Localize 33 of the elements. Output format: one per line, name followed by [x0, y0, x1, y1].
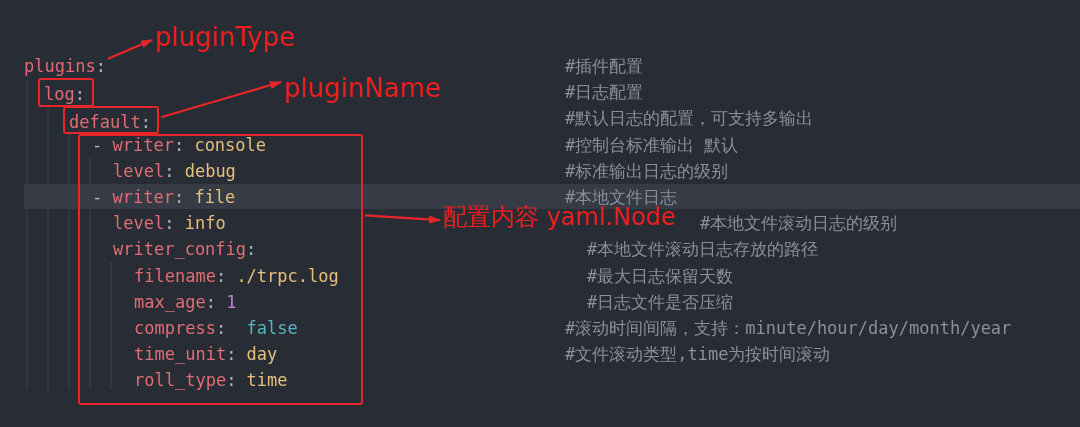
- code-line: roll_type: time: [134, 369, 288, 393]
- code-line: compress: false: [134, 317, 298, 340]
- code-comment: #本地文件滚动日志存放的路径: [587, 238, 819, 262]
- code-line: plugins:: [24, 54, 106, 78]
- code-comment: #控制台标准输出 默认: [565, 133, 739, 157]
- code-line: max_age: 1: [134, 290, 237, 314]
- code-line: log:: [44, 83, 85, 106]
- code-comment: #日志文件是否压缩: [587, 290, 734, 314]
- annotation-text: pluginName: [284, 73, 442, 103]
- code-comment: #文件滚动类型,time为按时间滚动: [565, 343, 831, 367]
- code-comment: #默认日志的配置，可支持多输出: [565, 107, 814, 131]
- highlight-box: [63, 106, 159, 134]
- highlight-box: [78, 134, 363, 405]
- code-comment: #插件配置: [565, 55, 644, 78]
- code-line: default:: [69, 111, 151, 134]
- code-comment: #滚动时间间隔，支持：minute/hour/day/month/year: [565, 317, 1012, 340]
- code-line: - writer: file: [92, 186, 236, 209]
- code-comment: #最大日志保留天数: [587, 264, 734, 288]
- code-line: writer_config:: [113, 238, 257, 262]
- code-comment: #日志配置: [565, 81, 644, 105]
- annotation-text: pluginType: [155, 22, 296, 52]
- code-line: level: debug: [113, 159, 236, 183]
- arrow: [364, 214, 441, 224]
- code-comment: #本地文件日志: [565, 186, 678, 207]
- code-line: - writer: console: [92, 133, 267, 157]
- highlight-box: [38, 78, 94, 107]
- arrow: [107, 39, 153, 60]
- arrow: [160, 80, 282, 119]
- code-line: time_unit: day: [134, 343, 278, 367]
- code-line: level: info: [113, 212, 226, 236]
- code-line: filename: ./trpc.log: [134, 264, 339, 288]
- code-comment: #本地文件滚动日志的级别: [700, 212, 898, 236]
- code-comment: #标准输出日志的级别: [565, 159, 729, 183]
